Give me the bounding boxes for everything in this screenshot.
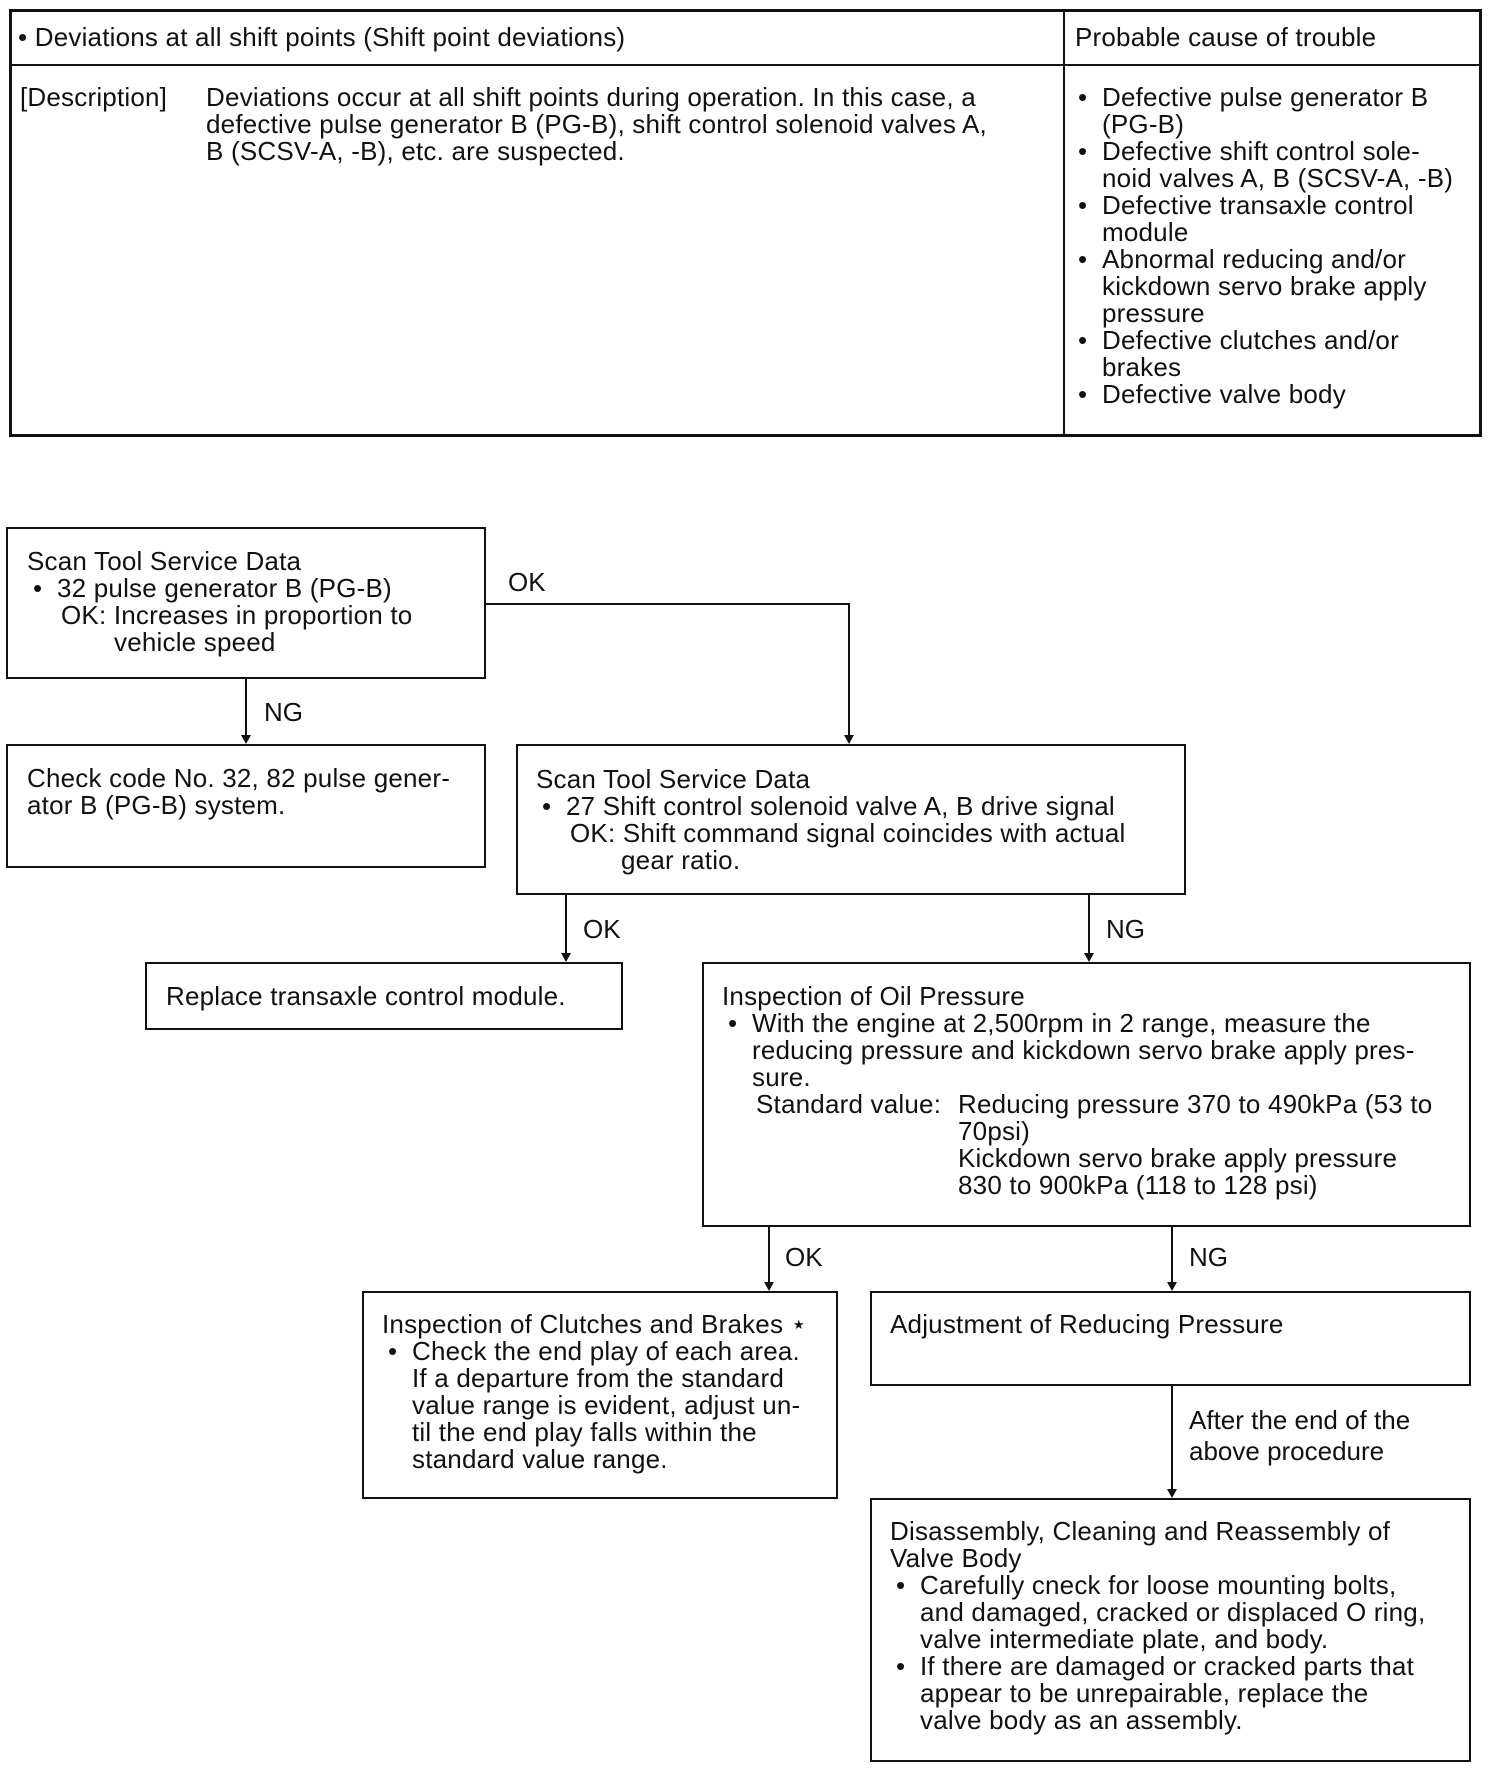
arrow-head [844,735,854,744]
arrow-head [1084,953,1094,962]
table-header-left: • Deviations at all shift points (Shift … [18,22,626,52]
cause-list: Defective pulse generator B(PG-B) Defect… [1072,84,1472,409]
ok-label: OK [785,1242,823,1272]
connector-line [768,1227,770,1283]
standard-value-list: Reducing pressure 370 to 490kPa (53 to 7… [958,1089,1433,1200]
box-oil-pressure [702,962,1471,1227]
arrow-head [561,953,571,962]
connector-line [1088,895,1090,954]
standard-value-label: Standard value: [756,1089,942,1119]
table-header-right: Probable cause of trouble [1075,22,1377,52]
ng-label: NG [1189,1242,1228,1272]
box-replace-tcm-text: Replace transaxle control module. [166,981,566,1011]
table-header-divider [9,64,1482,66]
ng-label: NG [1106,914,1145,944]
arrow-head [1167,1489,1177,1498]
connector-line [486,603,850,605]
box-scan-tool-pgb-text: Scan Tool Service Data 32 pulse generato… [27,548,412,656]
after-procedure-label: After the end of the above procedure [1189,1405,1411,1466]
ok-label: OK [583,914,621,944]
box-adjust-reducing [870,1291,1471,1386]
connector-line [1171,1386,1173,1490]
box-oil-pressure-text: Inspection of Oil Pressure With the engi… [722,983,1462,1199]
box-scan-tool-pgb [6,527,486,679]
table-column-divider [1063,9,1065,437]
trouble-table [9,9,1482,437]
box-clutches-brakes-text: Inspection of Clutches and Brakes ⋆ Chec… [382,1311,832,1473]
ng-label: NG [264,697,303,727]
connector-line [1171,1227,1173,1283]
arrow-head [241,735,251,744]
box-valve-body-text: Disassembly, Cleaning and Reassembly of … [890,1518,1460,1734]
description-text: Deviations occur at all shift points dur… [206,82,987,166]
arrow-head [764,1282,774,1291]
cause-item: Defective valve body [1072,381,1472,409]
connector-line [245,679,247,736]
connector-line [848,603,850,736]
arrow-head [1167,1282,1177,1291]
cause-item: Defective shift control sole-noid valves… [1072,138,1472,192]
box-scan-tool-scsv-text: Scan Tool Service Data 27 Shift control … [536,766,1125,874]
description-label: [Description] [20,82,168,112]
box-check-code [6,744,486,868]
box-adjust-reducing-text: Adjustment of Reducing Pressure [890,1309,1284,1339]
box-replace-tcm [145,962,623,1030]
box-check-code-text: Check code No. 32, 82 pulse gener- ator … [27,763,451,820]
connector-line [565,895,567,954]
cause-item: Defective pulse generator B(PG-B) [1072,84,1472,138]
ok-label: OK [508,567,546,597]
